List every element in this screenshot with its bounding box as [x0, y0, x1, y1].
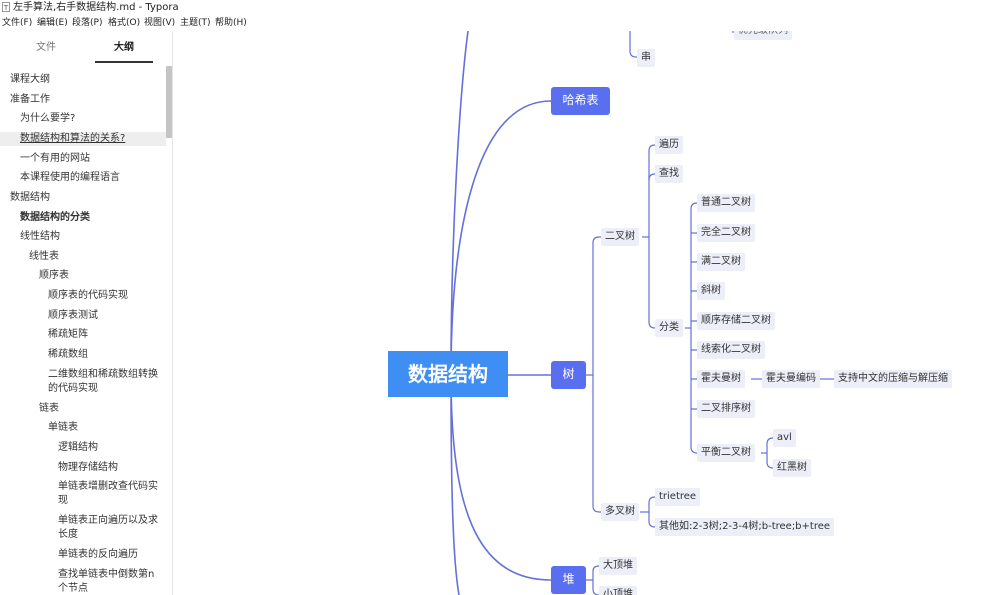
outline-item[interactable]: 物理存储结构	[58, 462, 118, 473]
mindmap-canvas: 优先级队列 串 数据结构 哈希表 树 堆 二叉树 遍历 查找 分类 普通二叉树 …	[173, 31, 1000, 595]
connector-tree-binary	[586, 236, 601, 376]
connector-root-heap	[450, 374, 552, 581]
menu-bar: 文件(F) 编辑(E) 段落(P) 格式(O) 视图(V) 主题(T) 帮助(H…	[0, 15, 1000, 31]
outline-item[interactable]: 单链表增删改查代码实现	[58, 481, 158, 506]
node-root[interactable]: 数据结构	[388, 351, 508, 397]
node-trietree[interactable]: trietree	[655, 488, 701, 506]
node-other-trees[interactable]: 其他如:2-3树;2-3-4树;b-tree;b+tree	[655, 518, 835, 536]
connector-root-hash	[450, 100, 552, 376]
window-title: 左手算法,右手数据结构.md - Typora	[13, 2, 179, 13]
node-red-black-tree[interactable]: 红黑树	[773, 459, 811, 477]
node-multiway-tree[interactable]: 多叉树	[601, 503, 639, 521]
node-complete-binary-tree[interactable]: 完全二叉树	[697, 224, 755, 242]
outline-item[interactable]: 本课程使用的编程语言	[20, 172, 120, 183]
node-sequential-binary-tree[interactable]: 顺序存储二叉树	[697, 312, 775, 330]
outline-item[interactable]: 单链表的反向遍历	[58, 549, 138, 560]
connector-multi-trie	[648, 496, 656, 512]
node-avl[interactable]: avl	[773, 429, 796, 447]
node-balanced-binary-tree[interactable]: 平衡二叉树	[697, 444, 755, 462]
node-skewed-tree[interactable]: 斜树	[697, 282, 725, 300]
menu-theme[interactable]: 主题(T)	[180, 18, 211, 28]
outline-item[interactable]: 单链表正向遍历以及求长度	[58, 515, 158, 540]
outline-item[interactable]: 准备工作	[10, 94, 50, 105]
outline-item[interactable]: 单链表	[48, 422, 78, 433]
node-string[interactable]: 串	[637, 49, 655, 67]
mindmap-connectors	[450, 31, 834, 595]
outline-item[interactable]: 查找单链表中倒数第n个节点	[58, 569, 155, 594]
connector-binary-lower	[648, 237, 656, 329]
sidebar-scrollbar[interactable]	[166, 66, 172, 138]
connector-classify-top	[690, 202, 698, 210]
outline-item[interactable]: 顺序表的代码实现	[48, 290, 128, 301]
outline-item[interactable]: 稀疏数组	[48, 349, 88, 360]
outline-item[interactable]: 线性结构	[20, 231, 60, 242]
connector-root-up	[450, 31, 469, 376]
node-threaded-binary-tree[interactable]: 线索化二叉树	[697, 341, 765, 359]
outline-item[interactable]: 逻辑结构	[58, 442, 98, 453]
connector-balanced-avl	[766, 437, 774, 453]
connector-queue-trunk	[629, 31, 637, 58]
node-hash-table[interactable]: 哈希表	[551, 87, 610, 115]
sidebar: 文件 大纲 课程大纲准备工作为什么要学? 数据结构和算法的关系? 一个有用的网站本课…	[0, 31, 173, 595]
node-huffman-tree[interactable]: 霍夫曼树	[697, 370, 745, 388]
node-normal-binary-tree[interactable]: 普通二叉树	[697, 194, 755, 212]
outline-item[interactable]: 链表	[39, 403, 59, 414]
menu-edit[interactable]: 编辑(E)	[37, 18, 68, 28]
outline-item[interactable]: 数据结构	[10, 192, 50, 203]
node-classify[interactable]: 分类	[655, 319, 683, 337]
connector-root-down	[450, 374, 460, 595]
outline-item[interactable]: 课程大纲	[10, 74, 50, 85]
node-heap[interactable]: 堆	[551, 566, 586, 594]
menu-format[interactable]: 格式(O)	[108, 18, 141, 28]
outline-item[interactable]: 一个有用的网站	[20, 153, 90, 164]
node-search[interactable]: 查找	[655, 165, 683, 183]
node-priority-queue[interactable]: 优先级队列	[734, 31, 792, 40]
node-min-heap[interactable]: 小顶堆	[599, 586, 637, 595]
menu-file[interactable]: 文件(F)	[2, 18, 33, 28]
outline-item[interactable]: 数据结构和算法的关系?	[0, 132, 166, 146]
outline-item[interactable]: 顺序表	[39, 270, 69, 281]
outline-item[interactable]: 顺序表测试	[48, 310, 98, 321]
outline-item[interactable]: 线性表	[29, 251, 59, 262]
connector-binary-search	[648, 173, 656, 181]
node-tree[interactable]: 树	[551, 361, 586, 389]
connector-tree-multi	[592, 375, 601, 513]
tab-outline[interactable]: 大纲	[95, 39, 153, 63]
connector-heap-trunk	[586, 565, 600, 581]
outline-item[interactable]: 稀疏矩阵	[48, 329, 88, 340]
connector-classify-bottom	[690, 446, 698, 454]
connector-binary-upper	[648, 144, 656, 237]
tab-files[interactable]: 文件	[36, 42, 56, 53]
node-huffman-coding[interactable]: 霍夫曼编码	[762, 370, 820, 388]
node-traverse[interactable]: 遍历	[655, 136, 683, 154]
connector-balanced-rb	[766, 453, 774, 469]
title-bar: T 左手算法,右手数据结构.md - Typora	[0, 0, 1000, 15]
connector-multi-other	[648, 512, 656, 528]
node-binary-tree[interactable]: 二叉树	[601, 228, 639, 246]
node-binary-sort-tree[interactable]: 二叉排序树	[697, 400, 755, 418]
outline-item[interactable]: 为什么要学?	[20, 113, 76, 124]
menu-view[interactable]: 视图(V)	[144, 18, 176, 28]
outline-item[interactable]: 数据结构的分类	[20, 212, 90, 223]
node-full-binary-tree[interactable]: 满二叉树	[697, 253, 745, 271]
typora-app-icon: T	[2, 2, 10, 12]
node-max-heap[interactable]: 大顶堆	[599, 557, 637, 575]
node-chinese-compression[interactable]: 支持中文的压缩与解压缩	[834, 370, 952, 388]
menu-help[interactable]: 帮助(H)	[215, 18, 247, 28]
menu-paragraph[interactable]: 段落(P)	[72, 18, 103, 28]
outline-item[interactable]: 二维数组和稀疏数组转换的代码实现	[48, 369, 158, 394]
